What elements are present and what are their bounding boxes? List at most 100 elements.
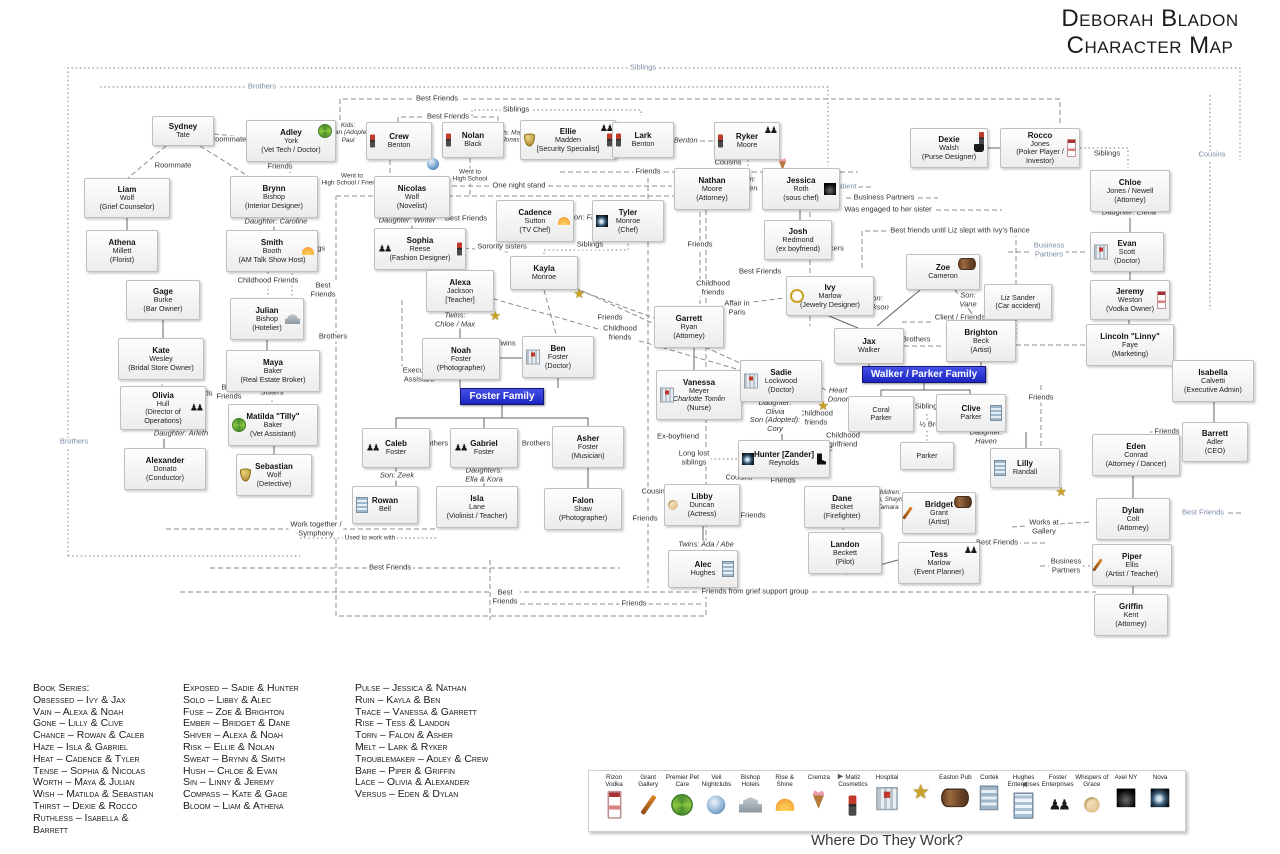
character-text: (Attorney) [696, 192, 728, 202]
character-text: Lincoln "Linny" [1100, 332, 1160, 342]
legend-scroll-left-icon[interactable]: ◄ [1020, 779, 1029, 789]
character-text: Crew [389, 132, 409, 142]
character-text: Jeremy [1115, 287, 1145, 297]
character-text: Rowan [371, 496, 399, 506]
legend-item-label: Grant Gallery [638, 774, 659, 788]
relationship-label: Best Friends [308, 280, 338, 299]
character-text: Tyler [618, 208, 638, 218]
barrel-icon [954, 496, 972, 508]
character-text: Dylan [1122, 506, 1144, 516]
character-text: Gabriel [470, 439, 498, 449]
character-text: (Nurse) [687, 402, 711, 412]
building2-icon [1013, 791, 1034, 818]
lipstick-icon [607, 133, 612, 147]
icecream-icon [812, 790, 825, 809]
purse-icon [974, 144, 984, 152]
bottle-icon [1157, 291, 1166, 309]
relationship-connector [705, 297, 785, 309]
character-text: (Purse Designer) [921, 151, 977, 161]
character-text: Nathan [698, 176, 726, 186]
character-text: Scott [1118, 247, 1136, 257]
legend-scroll-right-icon[interactable]: ► [836, 771, 845, 781]
book-series-item: Pulse – Jessica & Nathan [355, 682, 467, 694]
star-icon: ★ [912, 779, 931, 803]
character-text: Barrett [1201, 429, 1229, 439]
character-text: (Artist / Teacher) [1105, 568, 1159, 578]
brush-icon [640, 794, 657, 815]
character-text: (Doctor) [1114, 255, 1140, 265]
relationship-label: Best Friends [424, 111, 472, 122]
relationship-label: Daughter: Winter [376, 215, 438, 226]
barrel-icon [941, 788, 970, 807]
character-text: (Interior Designer) [245, 200, 303, 210]
book-series-item: Bare – Piper & Griffin [355, 764, 455, 777]
legend-item-label: Foster Enterprises [1041, 774, 1074, 788]
character-text: Kate [152, 346, 170, 356]
relationship-label: Roommate [207, 134, 249, 145]
lipstick-icon [446, 133, 451, 147]
legend-item: Premier Pet Care [665, 774, 699, 828]
character-text: Bishop [263, 192, 285, 202]
legend-item: Veil Nightclubs [699, 774, 733, 828]
book-series-item: Wish – Matilda & Sebastian [33, 788, 154, 801]
relationship-label: Best Friends [736, 266, 784, 277]
character-text: Conrad [1124, 450, 1148, 460]
character-text: Julian [255, 306, 279, 316]
book-series-item: Haze – Isla & Gabriel [33, 740, 128, 753]
axel-icon [1116, 788, 1136, 807]
family-group-banner: Walker / Parker Family [862, 366, 986, 383]
relationship-label: Cousins [639, 486, 671, 497]
character-text: Black [464, 139, 482, 149]
character-text: Vanessa [682, 378, 716, 388]
relationship-label: One night stand [490, 180, 548, 191]
character-text: Caleb [385, 439, 407, 449]
relationship-label: Went to High School / Friends [319, 172, 385, 188]
legend-item: Axel NY [1109, 774, 1143, 828]
character-text: (Car accident) [995, 301, 1041, 310]
relationship-label: Siblings [1091, 148, 1123, 159]
character-text: Griffin [1119, 602, 1143, 612]
nova-icon [742, 453, 754, 465]
scales-icon: ♟♟ [189, 402, 204, 413]
character-text: (Musician) [571, 450, 605, 460]
book-series-item: Troublemaker – Adley & Crew [355, 752, 489, 765]
nova-icon [596, 215, 608, 227]
character-text: Ivy [824, 283, 836, 293]
character-text: Josh [788, 227, 808, 237]
character-text: (Doctor) [768, 384, 794, 394]
character-text: Evan [1117, 239, 1137, 249]
book-series-item: Ruthless – Isabella & Barrett [33, 811, 129, 836]
character-text: Athena [108, 238, 136, 248]
character-text: Tess [930, 550, 948, 560]
character-text: Ellie [559, 127, 577, 137]
relationship-label: Was engaged to her sister [842, 204, 934, 215]
relationship-label: Childhood friends [694, 278, 732, 297]
legend-caption: Where Do They Work? [811, 832, 963, 849]
workplace-legend: Rizon Vodka Grant Gallery Premier Pet Care… [588, 770, 1186, 832]
relationship-label: Daughter: Olivia Son (Adopted): Cory [747, 397, 803, 434]
legend-item: Hospital [870, 774, 904, 828]
hospital-icon [876, 786, 898, 810]
character-text: Wolf [404, 192, 420, 202]
character-text: (TV Chef) [519, 224, 551, 234]
building-icon [980, 785, 999, 811]
character-text: Baker [263, 420, 283, 430]
legend-item: ★ [904, 774, 938, 828]
lipstick-icon [979, 132, 984, 145]
relationship-connector [1011, 521, 1091, 528]
book-series-item: Risk – Ellie & Nolan [183, 740, 275, 753]
character-text: (Bar Owner) [143, 303, 183, 313]
character-text: Parker [916, 450, 938, 460]
family-group-banner: Foster Family [460, 388, 544, 405]
character-text: Sydney [168, 122, 198, 132]
legend-item-label: Rizon Vodka [605, 774, 623, 788]
character-text: Ellis [1125, 560, 1139, 570]
legend-item-label: Rise & Shine [775, 774, 794, 788]
